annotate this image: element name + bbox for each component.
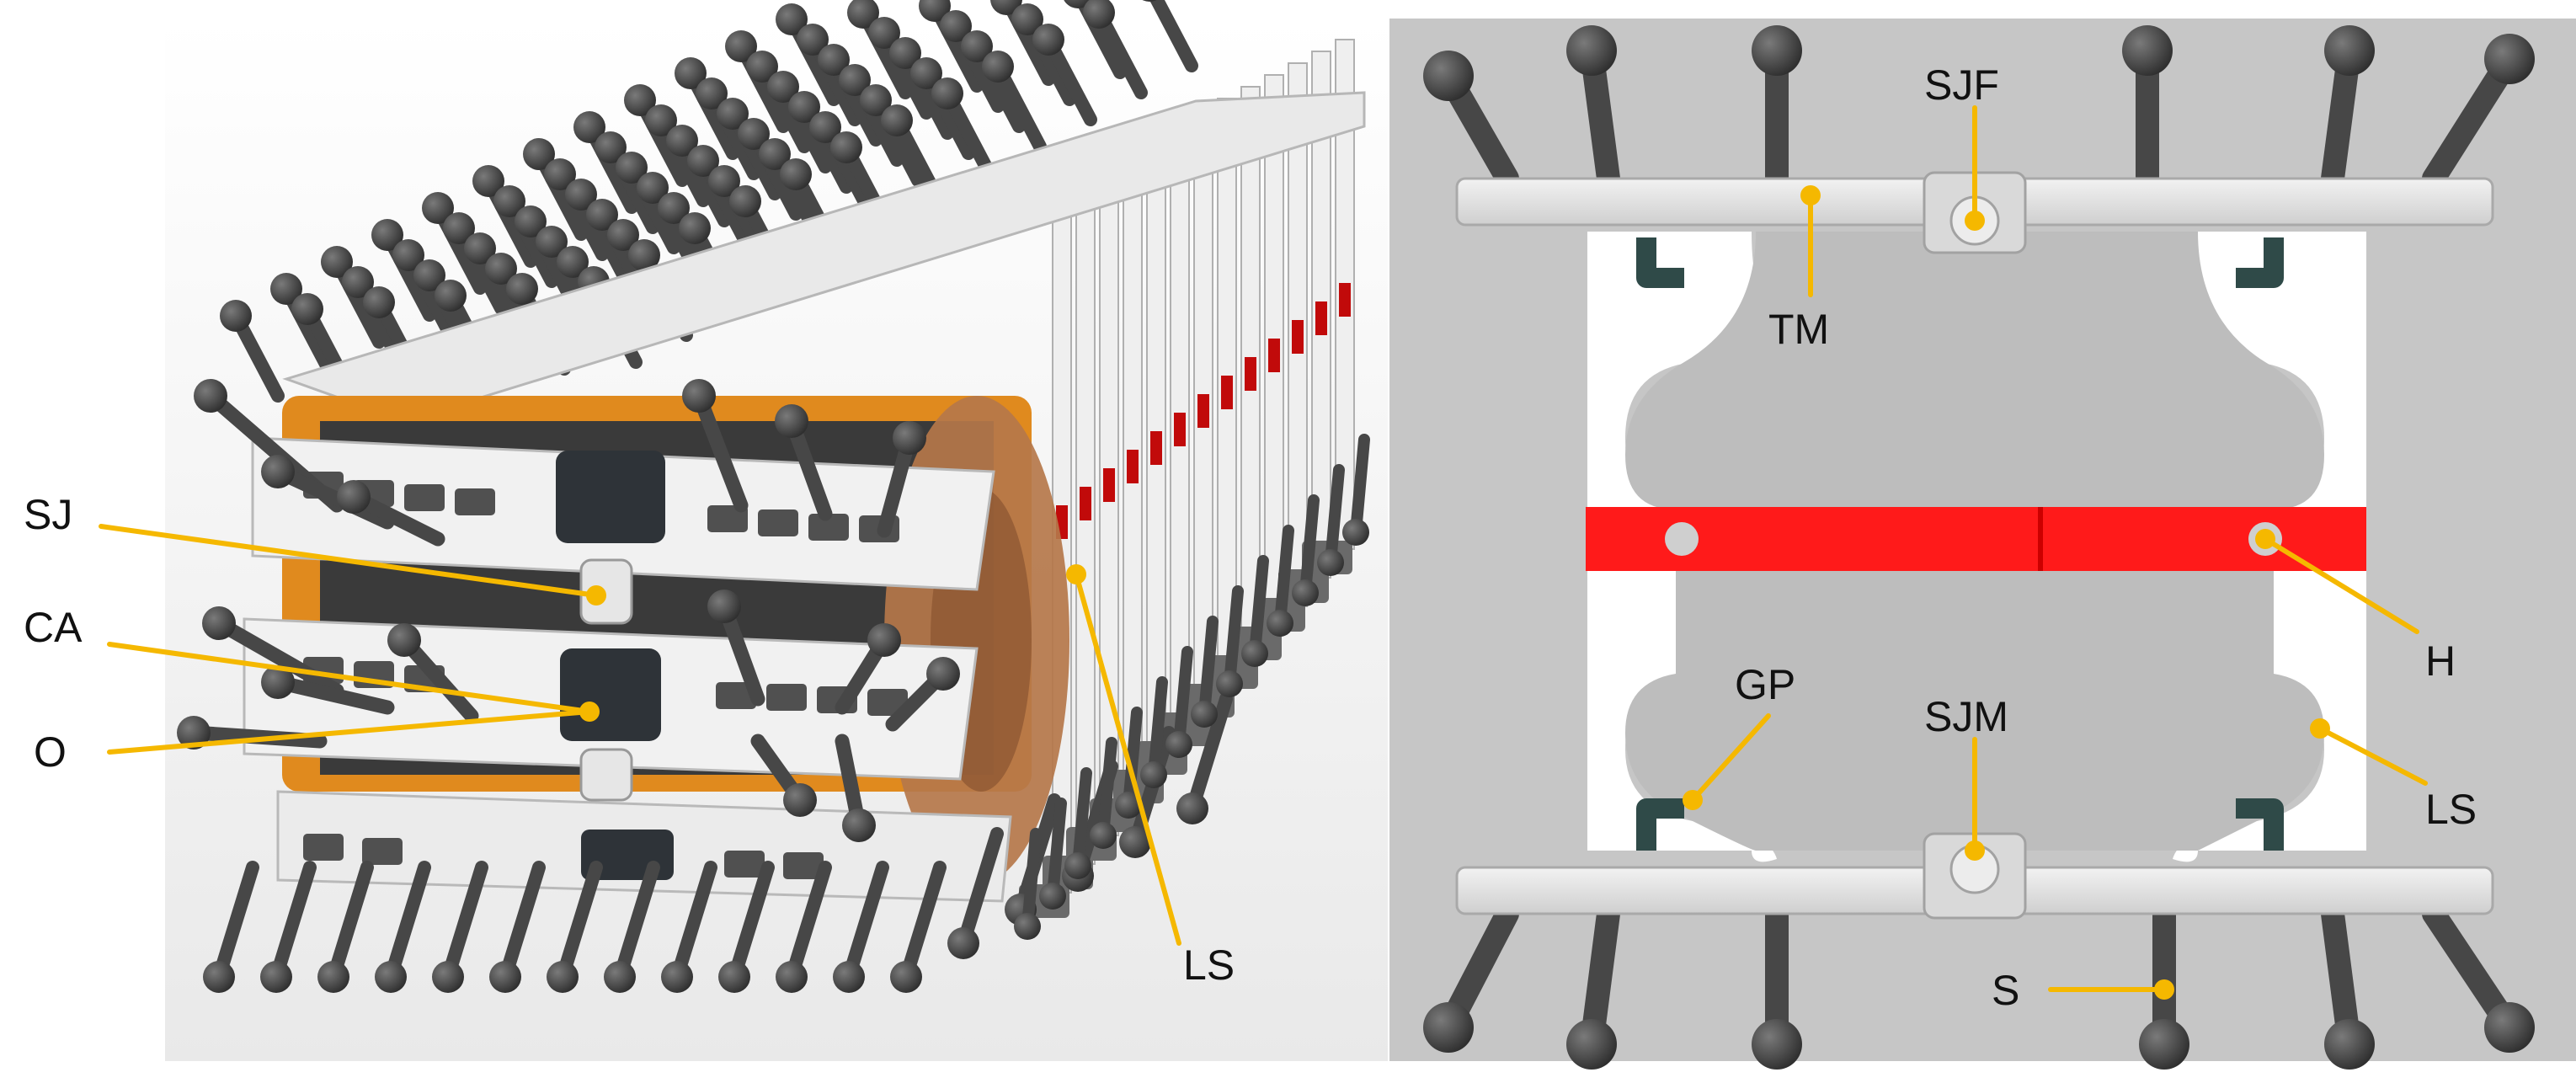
ball-peg (982, 51, 1047, 153)
ball-peg (1142, 0, 1198, 72)
label-sjm: SJM (1924, 693, 2008, 740)
ball-peg (890, 861, 947, 993)
ball-peg (432, 861, 488, 993)
ball-peg (2321, 902, 2375, 1070)
ball-peg (835, 623, 901, 715)
ball-peg (1165, 646, 1193, 758)
ball-peg (547, 861, 603, 993)
ball-peg (387, 623, 479, 723)
ball-peg (1039, 798, 1067, 910)
ball-peg (947, 827, 1004, 959)
label-ls-right: LS (2425, 786, 2477, 833)
ball-peg (775, 404, 833, 521)
ball-peg (1115, 707, 1143, 819)
ball-peg (220, 300, 285, 403)
ball-peg (177, 716, 328, 750)
ball-peg (661, 861, 717, 993)
ball-peg (877, 421, 926, 538)
ball-peg (1241, 555, 1269, 667)
ball-peg (489, 861, 546, 993)
ball-peg (1566, 25, 1620, 190)
ball-peg (337, 480, 445, 547)
ball-peg (750, 734, 817, 817)
ball-peg (931, 77, 996, 180)
ball-peg (203, 861, 259, 993)
label-sjf: SJF (1924, 61, 1999, 109)
ball-peg (776, 861, 832, 993)
robot-schematic (1389, 19, 2576, 1070)
ball-peg (1423, 902, 1519, 1053)
ball-peg (260, 861, 317, 993)
ball-peg (1342, 434, 1370, 546)
ball-peg (682, 379, 749, 513)
ball-peg (375, 861, 431, 993)
ball-peg (261, 455, 395, 530)
ball-peg (1014, 828, 1042, 940)
label-gp: GP (1735, 661, 1795, 708)
label-h: H (2425, 638, 2456, 685)
label-s: S (1992, 967, 2019, 1014)
ball-peg (1292, 494, 1320, 606)
ball-peg (317, 861, 374, 993)
ball-peg (604, 861, 660, 993)
ball-peg (2422, 34, 2535, 190)
ball-peg (718, 861, 775, 993)
ball-peg (833, 861, 889, 993)
ball-peg (1064, 767, 1092, 879)
ball-peg (1140, 676, 1168, 788)
ball-peg (1216, 585, 1244, 697)
ball-peg (1317, 464, 1345, 576)
label-ls-left: LS (1183, 942, 1235, 989)
ball-peg (885, 657, 960, 732)
label-o: O (34, 728, 67, 776)
ball-peg (1090, 737, 1117, 849)
ball-peg (1752, 902, 1802, 1070)
ball-peg (1032, 24, 1097, 126)
ball-peg (1423, 51, 1519, 190)
ball-peg (2321, 25, 2375, 190)
ball-peg (1752, 25, 1802, 190)
label-sj: SJ (24, 491, 72, 538)
ball-peg (2422, 902, 2535, 1053)
ball-peg (1566, 902, 1620, 1070)
ball-peg (261, 665, 395, 715)
ball-peg (707, 590, 765, 707)
ball-peg (1083, 0, 1148, 99)
ball-peg (1191, 616, 1219, 728)
label-ca: CA (24, 604, 83, 651)
robot-render (165, 0, 1388, 1061)
ball-peg (1176, 692, 1233, 824)
ball-peg (2122, 25, 2173, 190)
ball-peg (202, 606, 344, 698)
ball-peg (1267, 525, 1294, 637)
ball-peg (2139, 902, 2189, 1070)
ball-peg (835, 734, 876, 842)
label-tm: TM (1768, 306, 1829, 353)
